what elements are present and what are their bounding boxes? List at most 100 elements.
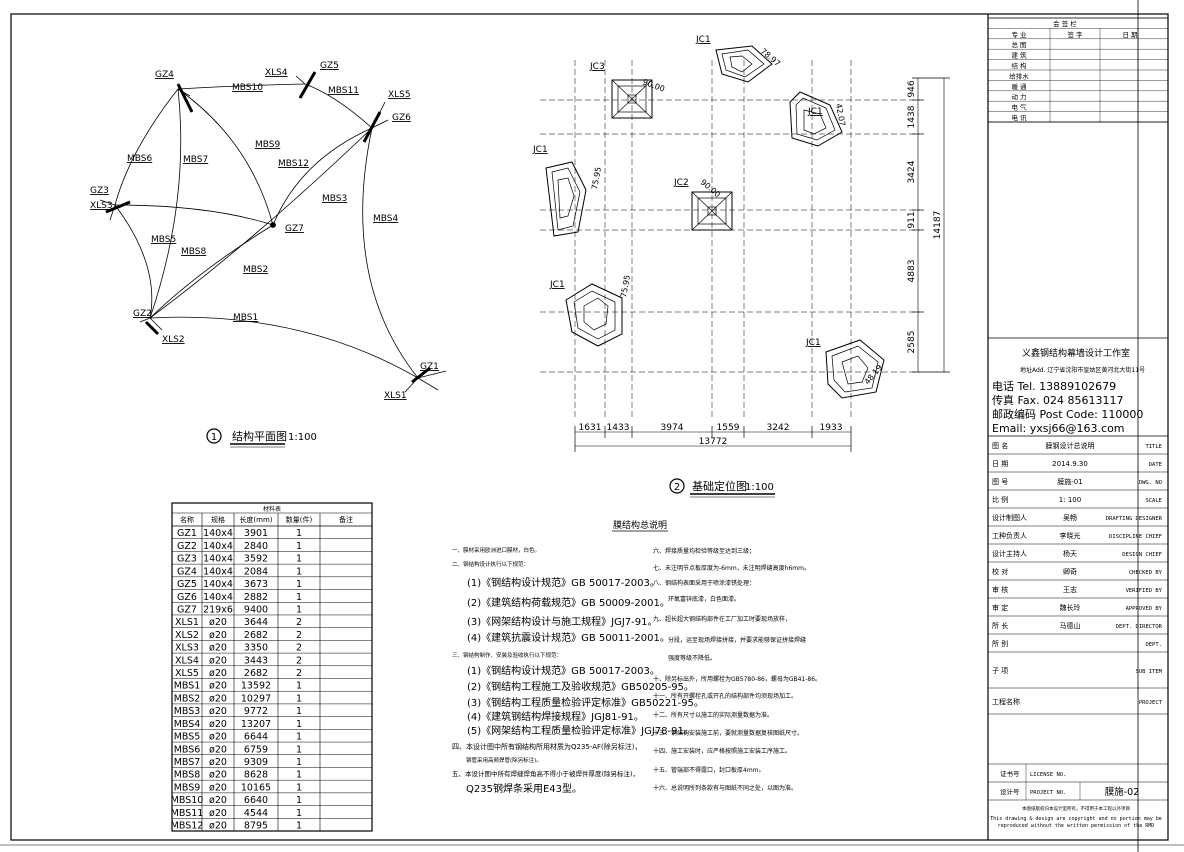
material-table-cell: MBS1: [174, 681, 201, 692]
material-table-cell: GZ5: [177, 579, 197, 590]
material-table-cell: 8795: [244, 821, 268, 832]
member-label-mbs12: MBS12: [278, 159, 309, 169]
material-table-cell: XLS4: [175, 655, 199, 666]
material-table-cell: 9400: [244, 604, 268, 615]
company-email: Email: yxsj66@163.com: [992, 422, 1125, 435]
material-table-cell: 13207: [241, 719, 271, 730]
note-line: 分段，运至现场焊接拼接，并要求能够保证拼接焊缝: [668, 636, 806, 644]
company-postcode: 邮政编码 Post Code: 110000: [992, 407, 1143, 421]
node-label-gz7: GZ7: [285, 224, 304, 234]
mast-gz2: [144, 320, 160, 336]
material-table-cell: ø20: [209, 732, 227, 743]
note-line: 十二、所有尺寸以施工的实际测量数据为准。: [653, 711, 773, 719]
member-mbs12-line: [272, 127, 373, 226]
material-table-cell: MBS12: [171, 821, 204, 832]
note-line: 十四、施工安装时，应严格按照施工安装工序施工。: [653, 747, 791, 755]
plan-title-circle: [206, 428, 222, 444]
info-row-value: 膜钢设计总说明: [1046, 441, 1095, 450]
note-line: 三、钢结构制作、安装及验收执行以下规范：: [452, 651, 562, 659]
member-label-mbs6: MBS6: [127, 154, 152, 164]
sign-row-label: 建 筑: [1011, 51, 1027, 60]
material-table-cell: 6644: [244, 732, 268, 743]
info-row-label: 图 号: [992, 478, 1008, 486]
material-table-cell: ø20: [209, 821, 227, 832]
material-table-cell: 1: [296, 706, 302, 717]
material-table-cell: 1: [296, 770, 302, 781]
material-table-cell: 10297: [241, 693, 271, 704]
info-row-label: 校 对: [992, 567, 1008, 576]
notes-title: 膜结构总说明: [613, 519, 667, 531]
material-table-cell: MBS10: [171, 795, 204, 806]
material-table-cell: 3901: [244, 528, 268, 539]
node-label-gz2: GZ2: [133, 309, 152, 319]
material-table-cell: 1: [296, 795, 302, 806]
cert-label: 证书号: [1000, 769, 1020, 778]
dim-horizontal-label: 1631: [579, 423, 602, 433]
material-table-cell: ø20: [209, 617, 227, 628]
material-table-cell: 2882: [244, 592, 268, 603]
note-line: 十三、钢结构安装施工前，要就测量数据复核图纸尺寸。: [653, 729, 803, 737]
info-row-english: SCALE: [1145, 498, 1162, 504]
note-line: 五、本设计图中所有焊缝焊角高不得小于被焊件厚度(除另标注)，: [452, 769, 639, 778]
note-line: 七、未注明节点板厚度为-6mm，未注明焊缝高度h6mm。: [653, 564, 810, 572]
material-table-cell: 140x4: [203, 528, 233, 539]
member-mbs8-line: [114, 204, 274, 226]
footing-label-jc1: JC1: [549, 280, 565, 290]
material-table-cell: MBS4: [174, 719, 201, 730]
cert-english: LICENSE NO.: [1030, 772, 1066, 778]
material-table-cell: 9772: [244, 706, 268, 717]
note-line: 九、超长超大钢结构部件在工厂加工时要现场放样，: [653, 615, 791, 623]
material-table-cell: 2682: [244, 630, 268, 641]
member-label-mbs1: MBS1: [233, 313, 258, 323]
note-line: 六、焊接质量均检验等级至达到三级；: [653, 547, 755, 555]
material-table-cell: 1: [296, 579, 302, 590]
footing-jc2: [691, 191, 733, 231]
material-table-cell: 2: [296, 655, 302, 666]
material-table-cell: 1: [296, 566, 302, 577]
member-label-mbs11: MBS11: [328, 86, 359, 96]
dim-vertical-label: 1438: [907, 105, 917, 128]
note-line: 十五、管端部不得露口，封口板厚4mm。: [653, 766, 765, 774]
note-line: 强度等级不降低。: [668, 654, 716, 662]
member-label-mbs10: MBS10: [232, 83, 263, 93]
footing-jc1-left-lower: [565, 283, 623, 347]
material-table-cell: XLS3: [175, 643, 199, 654]
notes-right-column: 六、焊接质量均检验等级至达到三级； 七、未注明节点板厚度为-6mm，未注明焊缝高度…: [653, 547, 821, 792]
node-label-xls5: XLS5: [388, 90, 411, 100]
foundation-title-group: 2 基础定位图 1:100: [669, 478, 775, 498]
material-table-cell: 1: [296, 554, 302, 565]
material-table-header: 长度(mm): [239, 515, 272, 524]
info-row-label: 所 长: [992, 621, 1008, 630]
info-row-value: 王志: [1063, 585, 1077, 594]
member-label-mbs5: MBS5: [151, 235, 176, 245]
material-table-cell: GZ1: [177, 528, 197, 539]
material-table-cell: ø20: [209, 630, 227, 641]
material-table-cell: ø20: [209, 643, 227, 654]
material-table-cell: MBS2: [174, 693, 201, 704]
sign-col-header: 日 期: [1122, 31, 1138, 39]
footing-angle-label: 42.07: [834, 103, 847, 127]
material-table-cell: 3443: [244, 655, 268, 666]
material-table-cell: 1: [296, 528, 302, 539]
company-name: 义鑫钢结构幕墙设计工作室: [1022, 347, 1130, 359]
footing-jc1-right-upper: [789, 91, 843, 147]
material-table-cell: 8628: [244, 770, 268, 781]
note-line: 一、膜材采用欧洲进口膜材，白色。: [452, 546, 540, 554]
member-mbs11-line: [304, 83, 373, 129]
design-no-label: 设计号: [1000, 787, 1020, 796]
mast-gz1: [411, 366, 431, 384]
node-label-xls3: XLS3: [90, 201, 113, 211]
member-label-mbs8: MBS8: [181, 247, 206, 257]
dim-horizontal-label: 1559: [717, 423, 740, 433]
info-row-value: 李晓光: [1060, 531, 1081, 540]
material-table-cell: ø20: [209, 719, 227, 730]
info-row-value: 魏长玲: [1060, 603, 1081, 612]
info-row-english: DATE: [1149, 462, 1162, 468]
info-row-english: VERIFIED BY: [1126, 588, 1163, 594]
node-label-gz3: GZ3: [90, 186, 109, 196]
mast-gz4: [176, 83, 194, 113]
material-table-cell: ø20: [209, 693, 227, 704]
outer-frame: [10, 13, 1169, 841]
foundation-title-number: 2: [674, 482, 680, 493]
